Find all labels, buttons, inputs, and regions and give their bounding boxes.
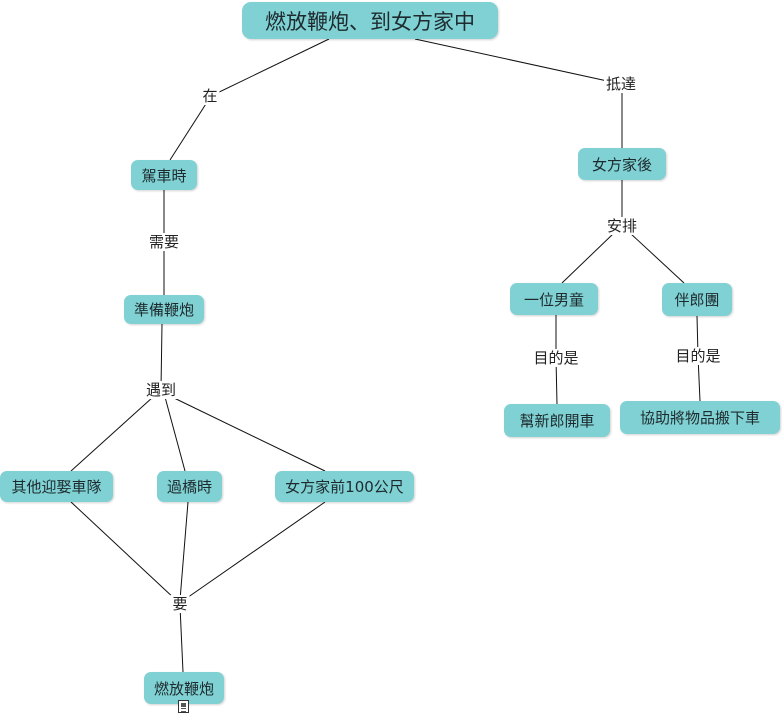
link-at-driving [169, 95, 212, 161]
link-arrange-groomsmen [629, 232, 685, 284]
concept-prepare[interactable]: 準備鞭炮 [124, 295, 204, 324]
link-prepare-encounter [160, 323, 163, 390]
concept-bridge[interactable]: 過橋時 [157, 471, 222, 502]
linking-phrase-encounter: 遇到 [143, 381, 179, 399]
linking-phrase-at: 在 [200, 87, 220, 105]
link-bridge-must [179, 501, 189, 601]
linking-phrase-purpose-boy: 目的是 [531, 349, 581, 367]
concept-other-convoy[interactable]: 其他迎娶車隊 [0, 471, 113, 502]
concept-before-house[interactable]: 女方家前100公尺 [275, 471, 414, 502]
concept-root[interactable]: 燃放鞭炮、到女方家中 [242, 2, 498, 39]
link-convoy-must [70, 501, 177, 601]
link-encounter-bridge [164, 396, 186, 472]
concept-open-door[interactable]: 幫新郎開車 [504, 404, 610, 437]
concept-unload[interactable]: 協助將物品搬下車 [620, 401, 780, 434]
link-before-house-must [183, 501, 326, 601]
linking-phrase-need: 需要 [146, 233, 182, 251]
link-arrange-boy [561, 232, 615, 284]
concept-boy[interactable]: 一位男童 [510, 283, 598, 315]
linking-phrase-must: 要 [170, 595, 190, 613]
link-encounter-before-house [171, 396, 326, 472]
link-must-set-off [179, 605, 184, 673]
linking-phrase-purpose-groomsmen: 目的是 [673, 347, 723, 365]
link-root-arrive [414, 38, 622, 85]
concept-driving[interactable]: 駕車時 [131, 160, 197, 190]
link-root-at [210, 38, 330, 97]
linking-phrase-arrange: 安排 [604, 217, 640, 235]
concept-set-off[interactable]: 燃放鞭炮 [144, 672, 224, 704]
concept-after-arrive[interactable]: 女方家後 [578, 148, 666, 180]
link-encounter-convoy [70, 396, 154, 472]
linking-phrase-arrive: 抵達 [603, 75, 639, 93]
note-icon[interactable] [178, 700, 189, 713]
concept-groomsmen[interactable]: 伴郎團 [662, 283, 732, 316]
